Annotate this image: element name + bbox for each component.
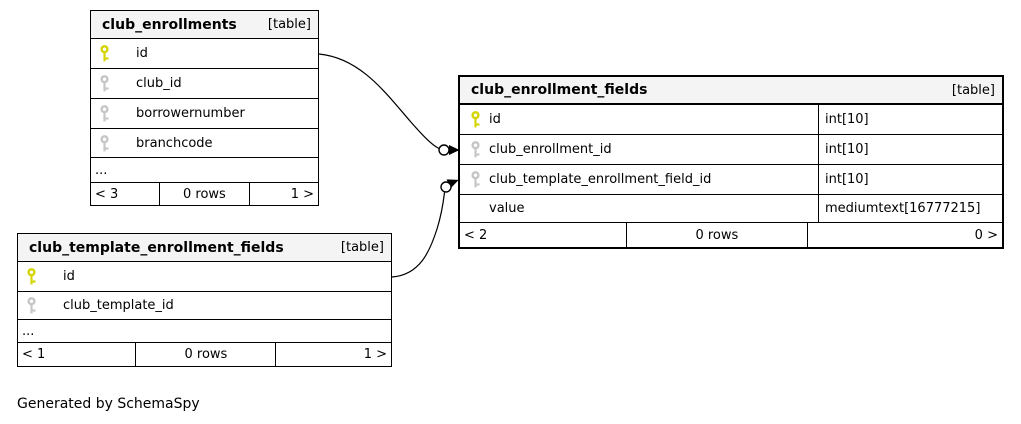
primary-key-icon — [26, 268, 37, 285]
table-header: club_template_enrollment_fields [table] — [18, 234, 391, 262]
foreign-key-icon — [470, 141, 481, 158]
children-count: 1 > — [275, 343, 391, 366]
primary-key-icon — [99, 45, 110, 62]
foreign-key-icon — [26, 297, 37, 314]
table-tag: [table] — [340, 240, 384, 255]
table-name: club_enrollment_fields — [471, 82, 648, 98]
column-row-borrowernumber: borrowernumber — [91, 99, 318, 129]
children-count: 1 > — [248, 183, 318, 205]
table-club-template-enrollment-fields[interactable]: club_template_enrollment_fields [table] … — [17, 233, 392, 367]
relationship-edge-templates-to-fields — [391, 179, 459, 278]
column-row-value: value mediumtext[16777215] — [460, 195, 1002, 223]
table-footer: < 3 0 rows 1 > — [91, 183, 318, 205]
parents-count: < 2 — [464, 227, 488, 243]
column-name: id — [489, 112, 501, 127]
foreign-key-icon — [99, 105, 110, 122]
column-name: club_enrollment_id — [489, 142, 612, 157]
children-count: 0 > — [806, 223, 1002, 247]
column-name: value — [489, 201, 525, 216]
relationship-edge-enrollments-to-fields — [318, 53, 460, 156]
more-columns-ellipsis: ... — [18, 320, 391, 343]
column-row-id: id — [91, 39, 318, 69]
column-name: club_template_enrollment_field_id — [489, 172, 712, 187]
column-row-club-enrollment-id: club_enrollment_id int[10] — [460, 135, 1002, 165]
column-type: int[10] — [818, 165, 1002, 194]
table-footer: < 1 0 rows 1 > — [18, 343, 391, 366]
generated-by-credit: Generated by SchemaSpy — [17, 396, 200, 412]
table-club-enrollment-fields[interactable]: club_enrollment_fields [table] id int[10… — [458, 75, 1004, 249]
foreign-key-icon — [99, 75, 110, 92]
table-tag: [table] — [951, 82, 995, 98]
table-club-enrollments[interactable]: club_enrollments [table] id club_id borr… — [90, 10, 319, 206]
column-type: int[10] — [818, 135, 1002, 164]
column-type: int[10] — [818, 105, 1002, 134]
row-count: 0 rows — [625, 223, 807, 247]
table-header: club_enrollment_fields [table] — [460, 77, 1002, 105]
table-name: club_enrollments — [102, 16, 237, 33]
column-type: mediumtext[16777215] — [818, 195, 1002, 222]
zero-or-one-circle-icon — [440, 181, 452, 193]
table-footer: < 2 0 rows 0 > — [460, 223, 1002, 247]
column-row-id: id — [18, 262, 391, 292]
column-row-club-id: club_id — [91, 69, 318, 99]
column-row-club-template-id: club_template_id — [18, 292, 391, 320]
column-name: id — [63, 269, 75, 284]
more-columns-ellipsis: ... — [91, 158, 318, 183]
column-name: club_template_id — [63, 298, 174, 313]
foreign-key-icon — [470, 171, 481, 188]
table-header: club_enrollments [table] — [91, 11, 318, 39]
row-count: 0 rows — [159, 183, 249, 205]
table-tag: [table] — [267, 17, 311, 32]
column-name: branchcode — [136, 135, 213, 151]
parents-count: < 1 — [22, 347, 46, 362]
zero-or-one-circle-icon — [438, 144, 450, 156]
row-count: 0 rows — [135, 343, 275, 366]
table-name: club_template_enrollment_fields — [29, 239, 284, 256]
parents-count: < 3 — [95, 186, 119, 202]
column-name: borrowernumber — [136, 106, 245, 121]
column-row-branchcode: branchcode — [91, 129, 318, 158]
column-row-id: id int[10] — [460, 105, 1002, 135]
column-row-club-template-enrollment-field-id: club_template_enrollment_field_id int[10… — [460, 165, 1002, 195]
column-name: id — [136, 46, 148, 61]
primary-key-icon — [470, 111, 481, 128]
column-name: club_id — [136, 76, 182, 91]
foreign-key-icon — [99, 134, 110, 152]
